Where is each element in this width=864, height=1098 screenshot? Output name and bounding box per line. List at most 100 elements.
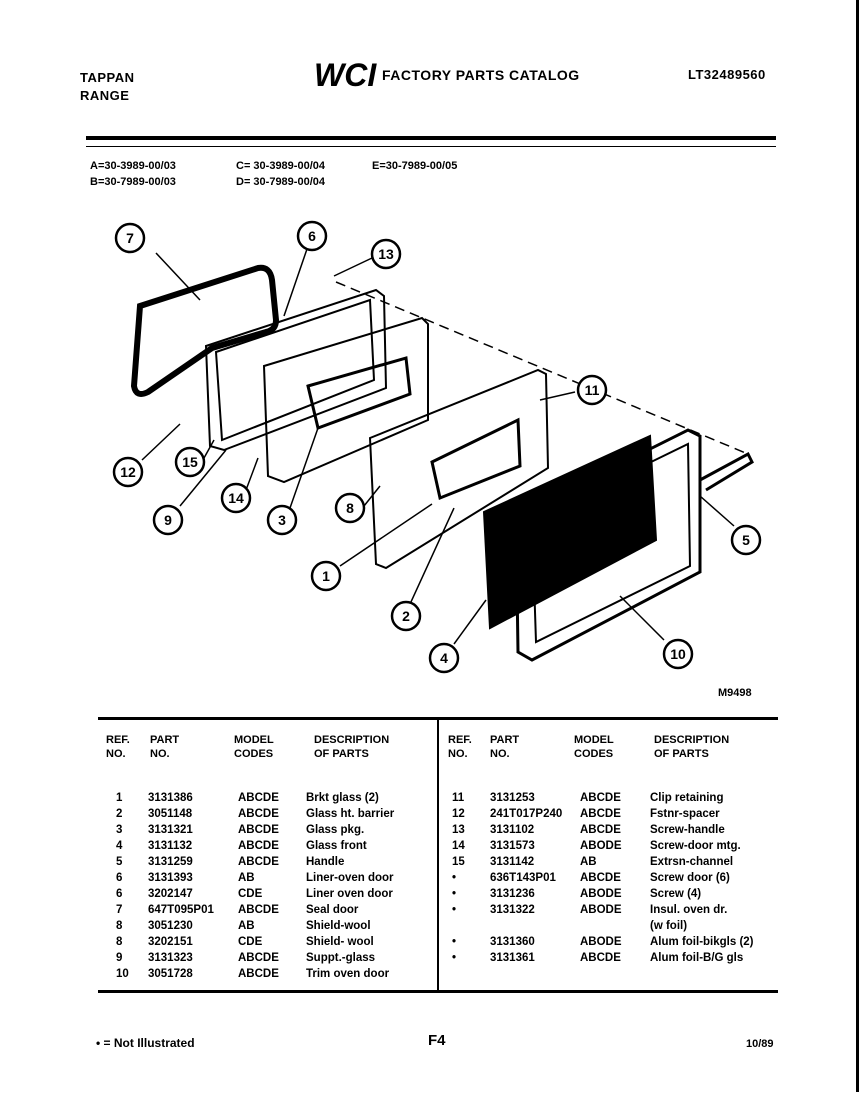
cell-ref: • xyxy=(452,872,457,884)
callout-12: 12 xyxy=(112,456,144,488)
cell-desc: Shield- wool xyxy=(306,936,374,948)
callout-10: 10 xyxy=(662,638,694,670)
cell-part: 3131102 xyxy=(490,824,535,836)
cell-desc: Liner-oven door xyxy=(306,872,394,884)
glass-window-part xyxy=(306,356,412,430)
cell-part: 647T095P01 xyxy=(148,904,214,916)
model-code-a: A=30-3989-00/03 xyxy=(90,160,176,172)
model-code-c: C= 30-3989-00/04 xyxy=(236,160,325,172)
cell-desc: Suppt.-glass xyxy=(306,952,376,964)
callout-label: 3 xyxy=(278,512,286,528)
leader-line xyxy=(619,595,665,641)
cell-part: 3051230 xyxy=(148,920,193,932)
table-bottom-rule xyxy=(98,990,778,993)
cell-desc: Glass ht. barrier xyxy=(306,808,395,820)
callout-label: 6 xyxy=(308,228,316,244)
callout-3: 3 xyxy=(266,504,298,536)
cell-ref: • xyxy=(452,904,457,916)
front-window-part xyxy=(430,417,522,501)
cell-part: 3131132 xyxy=(148,840,193,852)
cell-desc: Fstnr-spacer xyxy=(650,808,720,820)
cell-model: ABCDE xyxy=(580,808,621,820)
cell-model: ABCDE xyxy=(580,952,621,964)
cell-ref: • xyxy=(452,936,457,948)
handle-part xyxy=(699,451,754,492)
cell-part: 3051148 xyxy=(148,808,193,820)
callout-label: 10 xyxy=(670,646,686,662)
cell-ref: 2 xyxy=(116,808,123,820)
cell-model: ABCDE xyxy=(580,872,621,884)
footer-note: • = Not Illustrated xyxy=(96,1036,195,1050)
guide-line xyxy=(335,281,749,455)
cell-desc: Insul. oven dr. xyxy=(650,904,728,916)
footer-date: 10/89 xyxy=(746,1038,774,1050)
cell-desc: Trim oven door xyxy=(306,968,390,980)
cell-model: ABODE xyxy=(580,936,622,948)
cell-model: CDE xyxy=(238,888,263,900)
leader-line xyxy=(289,427,319,509)
model-code-b: B=30-7989-00/03 xyxy=(90,176,176,188)
cell-desc: (w foil) xyxy=(650,920,688,932)
cell-model: ABCDE xyxy=(580,824,621,836)
cell-model: ABODE xyxy=(580,904,622,916)
cell-part: 3202147 xyxy=(148,888,193,900)
cell-model: ABCDE xyxy=(238,808,279,820)
cell-desc: Screw-handle xyxy=(650,824,725,836)
cell-desc: Clip retaining xyxy=(650,792,724,804)
cell-part: 3051728 xyxy=(148,968,193,980)
page-frame xyxy=(34,0,859,1092)
callout-label: 5 xyxy=(742,532,750,548)
callout-circle xyxy=(220,482,252,514)
cell-ref: 8 xyxy=(116,936,123,948)
callout-label: 4 xyxy=(440,650,448,666)
cell-desc: Handle xyxy=(306,856,345,868)
leader-line xyxy=(453,599,487,645)
cell-desc: Liner oven door xyxy=(306,888,393,900)
cell-part: 3131321 xyxy=(148,824,193,836)
wci-logo-mark: WCI xyxy=(314,57,377,93)
cell-desc: Seal door xyxy=(306,904,359,916)
liner-inner-part xyxy=(214,298,376,442)
page-number: F4 xyxy=(428,1032,446,1049)
glass-pack-part xyxy=(262,316,429,484)
callout-11: 11 xyxy=(576,374,608,406)
cell-model: AB xyxy=(238,920,255,932)
callout-label: 12 xyxy=(120,464,136,480)
callout-circle xyxy=(334,492,366,524)
glass-front-part xyxy=(482,434,658,630)
cell-ref: 13 xyxy=(452,824,465,836)
cell-part: 3131386 xyxy=(148,792,193,804)
catalog-number: LT32489560 xyxy=(688,67,766,82)
model-code-e: E=30-7989-00/05 xyxy=(372,160,458,172)
callout-9: 9 xyxy=(152,504,184,536)
cell-desc: Alum foil-B/G gls xyxy=(650,952,744,964)
cell-model: AB xyxy=(580,856,597,868)
cell-ref: 8 xyxy=(116,920,123,932)
cell-part: 3131259 xyxy=(148,856,193,868)
leader-line xyxy=(141,423,181,461)
header-ref-no-right: REF.NO. xyxy=(448,734,472,760)
cell-model: ABCDE xyxy=(238,840,279,852)
cell-model: ABCDE xyxy=(580,792,621,804)
cell-desc: Screw (4) xyxy=(650,888,702,900)
leader-line xyxy=(179,449,227,507)
callout-label: 11 xyxy=(585,382,600,398)
callout-label: 15 xyxy=(182,454,198,470)
callout-circle xyxy=(370,238,402,270)
table-divider xyxy=(437,720,439,990)
cell-model: ABODE xyxy=(580,888,622,900)
leader-line xyxy=(409,507,455,605)
cell-model: ABODE xyxy=(580,840,622,852)
cell-desc: Brkt glass (2) xyxy=(306,792,379,804)
model-code-d: D= 30-7989-00/04 xyxy=(236,176,325,188)
callout-1: 1 xyxy=(310,560,342,592)
callout-6: 6 xyxy=(296,220,328,252)
cell-part: 3131253 xyxy=(490,792,535,804)
cell-part: 3131323 xyxy=(148,952,193,964)
cell-part: 3131142 xyxy=(490,856,535,868)
